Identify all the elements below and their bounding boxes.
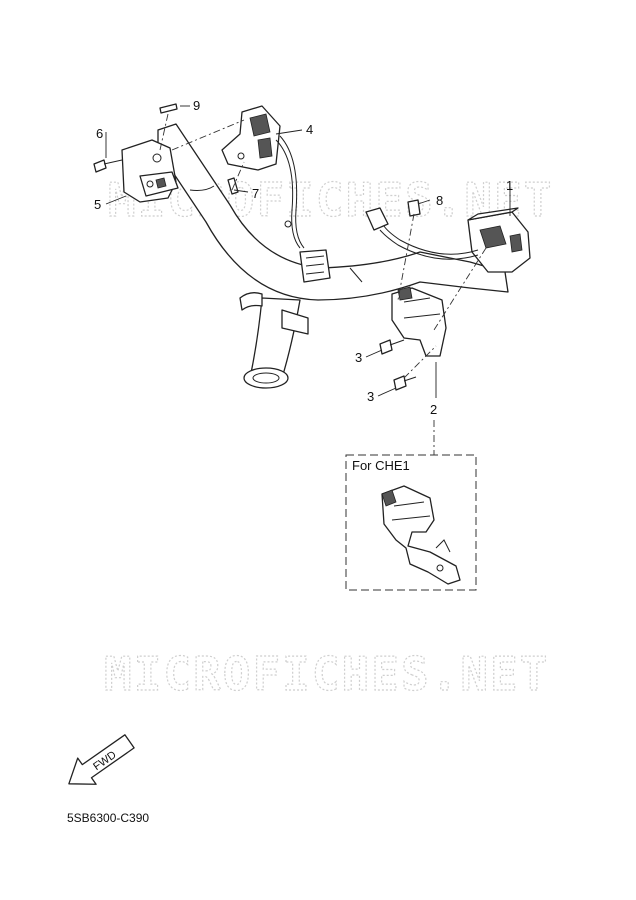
diagram-code: 5SB6300-C390 [67,811,150,825]
assembly-lines [159,113,487,455]
variant-box: For CHE1 [345,454,477,591]
callout-3-lower: 3 [367,389,374,404]
callout-9: 9 [193,98,200,113]
fwd-arrow: FWD [68,734,135,785]
callout-5: 5 [94,197,101,212]
callout-6: 6 [96,126,103,141]
callout-8: 8 [436,193,443,208]
leader-lines [105,105,511,398]
part-2-right-switch-housing [391,286,447,357]
callout-1: 1 [506,178,513,193]
part-1-right-handle-switch [365,207,531,273]
variant-label: For CHE1 [352,458,410,473]
callout-4: 4 [306,122,313,137]
callout-3-upper: 3 [355,350,362,365]
part-4-left-handle-switch [221,105,331,283]
watermark-bottom: MICROFICHES.NET [104,647,549,701]
callout-7: 7 [252,186,259,201]
part-5-left-switch-housing [121,139,179,203]
handlebar [157,123,509,389]
callout-2: 2 [430,402,437,417]
